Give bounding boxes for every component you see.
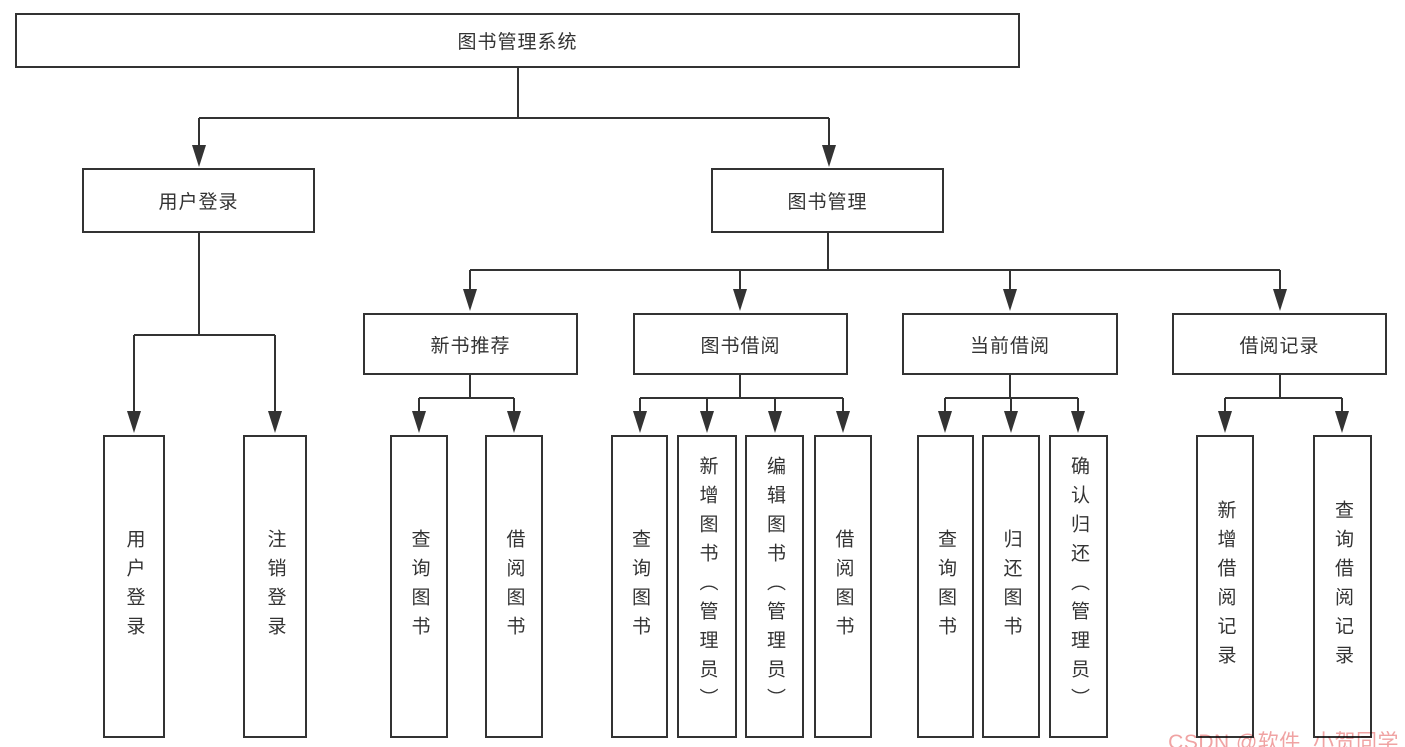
node-book-borrowing: 图书借阅 <box>633 313 848 375</box>
arrowhead-icons <box>127 145 1349 433</box>
node-label: 图书借阅 <box>700 335 781 357</box>
leaf-query-borrow-record: 查询借阅记录 <box>1313 435 1372 738</box>
node-label: 用户登录 <box>123 528 145 645</box>
node-label: 新书推荐 <box>430 335 511 357</box>
node-label: 新增图书（管理员） <box>696 456 718 717</box>
leaf-edit-books-admin: 编辑图书（管理员） <box>745 435 804 738</box>
node-new-book-recommend: 新书推荐 <box>363 313 578 375</box>
node-borrowing-records: 借阅记录 <box>1172 313 1387 375</box>
node-label: 查询图书 <box>408 528 430 645</box>
leaf-add-borrow-record: 新增借阅记录 <box>1196 435 1254 738</box>
node-label: 当前借阅 <box>969 335 1050 357</box>
node-label: 新增借阅记录 <box>1214 499 1236 674</box>
node-book-management-system: 图书管理系统 <box>15 13 1020 68</box>
node-label: 借阅图书 <box>503 528 525 645</box>
node-label: 用户登录 <box>158 192 239 213</box>
csdn-watermark: CSDN @软件_小贺同学 <box>1168 731 1399 747</box>
node-label: 查询图书 <box>629 528 650 645</box>
node-user-login: 用户登录 <box>82 168 315 233</box>
leaf-query-books-recommend: 查询图书 <box>390 435 448 738</box>
node-label: 归还图书 <box>1000 528 1022 645</box>
node-label: 图书管理 <box>787 192 868 213</box>
node-label: 注销登录 <box>264 528 286 645</box>
node-book-management: 图书管理 <box>711 168 944 233</box>
leaf-borrow-books: 借阅图书 <box>814 435 872 738</box>
node-label: 确认归还（管理员） <box>1068 456 1089 717</box>
leaf-confirm-return-admin: 确认归还（管理员） <box>1049 435 1108 738</box>
node-label: 编辑图书（管理员） <box>764 456 785 717</box>
leaf-add-books-admin: 新增图书（管理员） <box>677 435 737 738</box>
node-label: 查询借阅记录 <box>1332 499 1353 674</box>
node-label: 借阅记录 <box>1239 335 1320 357</box>
leaf-return-books: 归还图书 <box>982 435 1040 738</box>
leaf-query-books-current: 查询图书 <box>917 435 974 738</box>
node-current-borrowing: 当前借阅 <box>902 313 1118 375</box>
leaf-logout: 注销登录 <box>243 435 307 738</box>
node-label: 图书管理系统 <box>457 32 578 53</box>
leaf-user-login: 用户登录 <box>103 435 165 738</box>
leaf-query-books-borrow: 查询图书 <box>611 435 668 738</box>
node-label: 借阅图书 <box>832 528 854 645</box>
leaf-borrow-books-recommend: 借阅图书 <box>485 435 543 738</box>
node-label: 查询图书 <box>935 528 956 645</box>
